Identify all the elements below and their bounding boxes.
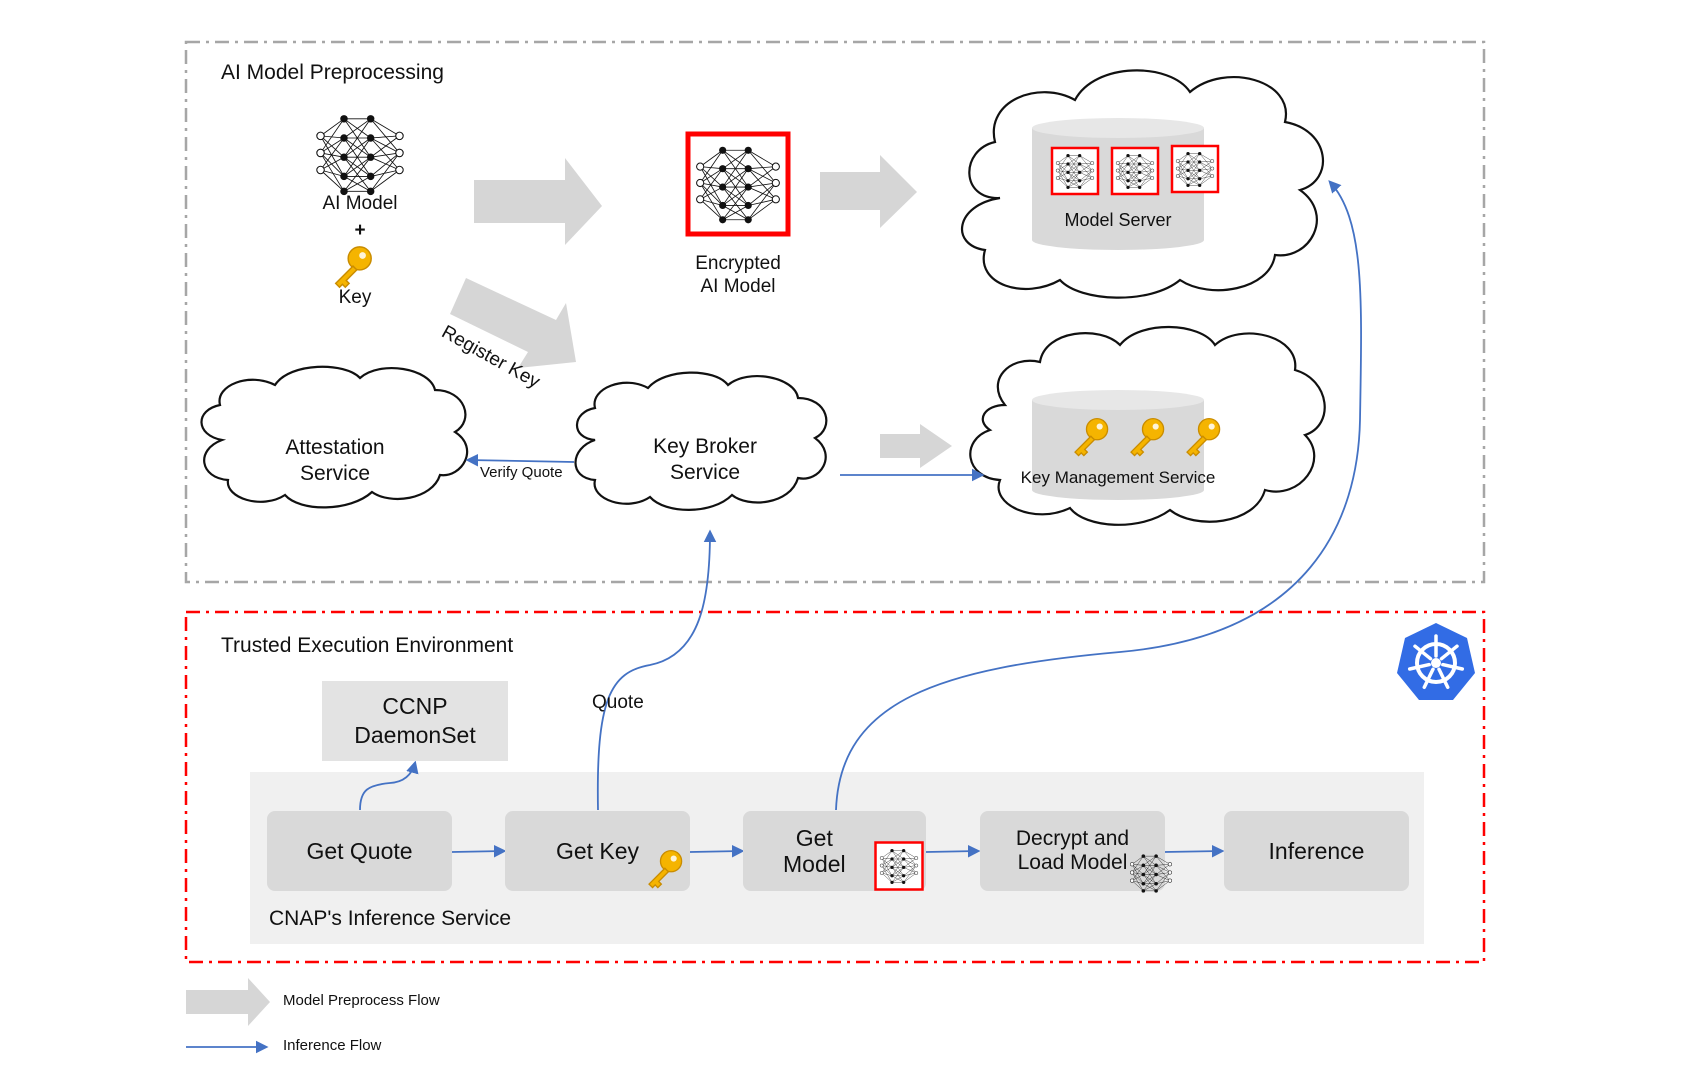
preprocessing-section-border bbox=[184, 40, 1486, 584]
flow-step-3-4 bbox=[925, 844, 981, 858]
tee-section-border bbox=[184, 610, 1486, 964]
step-inference[interactable]: Inference bbox=[1224, 811, 1409, 891]
decrypt-model-neural-network-icon bbox=[1130, 854, 1172, 893]
kms-label: Key Management Service bbox=[1020, 468, 1216, 487]
attestation-service-label: Attestation Service bbox=[285, 436, 385, 486]
flow-quote-to-kbs bbox=[596, 529, 717, 811]
key-label: Key bbox=[338, 287, 372, 308]
flow-step-4-5 bbox=[1163, 844, 1225, 858]
flow-step-1-2 bbox=[451, 844, 507, 858]
flow-step-2-3 bbox=[689, 844, 745, 858]
flow-getquote-to-daemonset bbox=[359, 760, 419, 811]
preprocess-arrow-2 bbox=[820, 155, 917, 228]
encrypted-model-label: Encrypted AI Model bbox=[695, 253, 781, 297]
attestation-cloud bbox=[200, 365, 469, 509]
preprocess-arrow-1 bbox=[474, 158, 602, 245]
legend-inference-label: Inference Flow bbox=[283, 1037, 382, 1054]
legend-preprocess-arrow bbox=[186, 978, 270, 1026]
key-broker-service-label: Key Broker Service bbox=[653, 435, 757, 485]
flow-getmodel-to-server bbox=[835, 180, 1362, 811]
ai-model-label: AI Model bbox=[322, 193, 398, 214]
get-model-encrypted-model-icon bbox=[874, 841, 924, 891]
inference-service-label: CNAP's Inference Service bbox=[269, 907, 512, 930]
plus-sign: + bbox=[354, 220, 366, 241]
quote-label: Quote bbox=[592, 692, 644, 713]
kubernetes-icon bbox=[1397, 623, 1475, 700]
ccnp-daemonset-box[interactable]: CCNP DaemonSet bbox=[322, 681, 508, 761]
get-key-key-icon bbox=[648, 849, 683, 889]
preprocessing-title: AI Model Preprocessing bbox=[221, 61, 444, 84]
preprocess-arrow-register bbox=[450, 278, 576, 368]
legend-preprocess-label: Model Preprocess Flow bbox=[283, 992, 440, 1009]
key-broker-cloud bbox=[574, 371, 828, 511]
tee-title: Trusted Execution Environment bbox=[221, 634, 514, 657]
verify-quote-label: Verify Quote bbox=[480, 464, 563, 481]
ai-model-neural-network-icon bbox=[316, 114, 404, 196]
flow-verify-quote bbox=[465, 453, 575, 467]
step-get-quote[interactable]: Get Quote bbox=[267, 811, 452, 891]
model-server-label: Model Server bbox=[1064, 210, 1172, 230]
ai-model-key-icon bbox=[334, 246, 372, 288]
preprocess-arrow-3 bbox=[880, 424, 952, 468]
